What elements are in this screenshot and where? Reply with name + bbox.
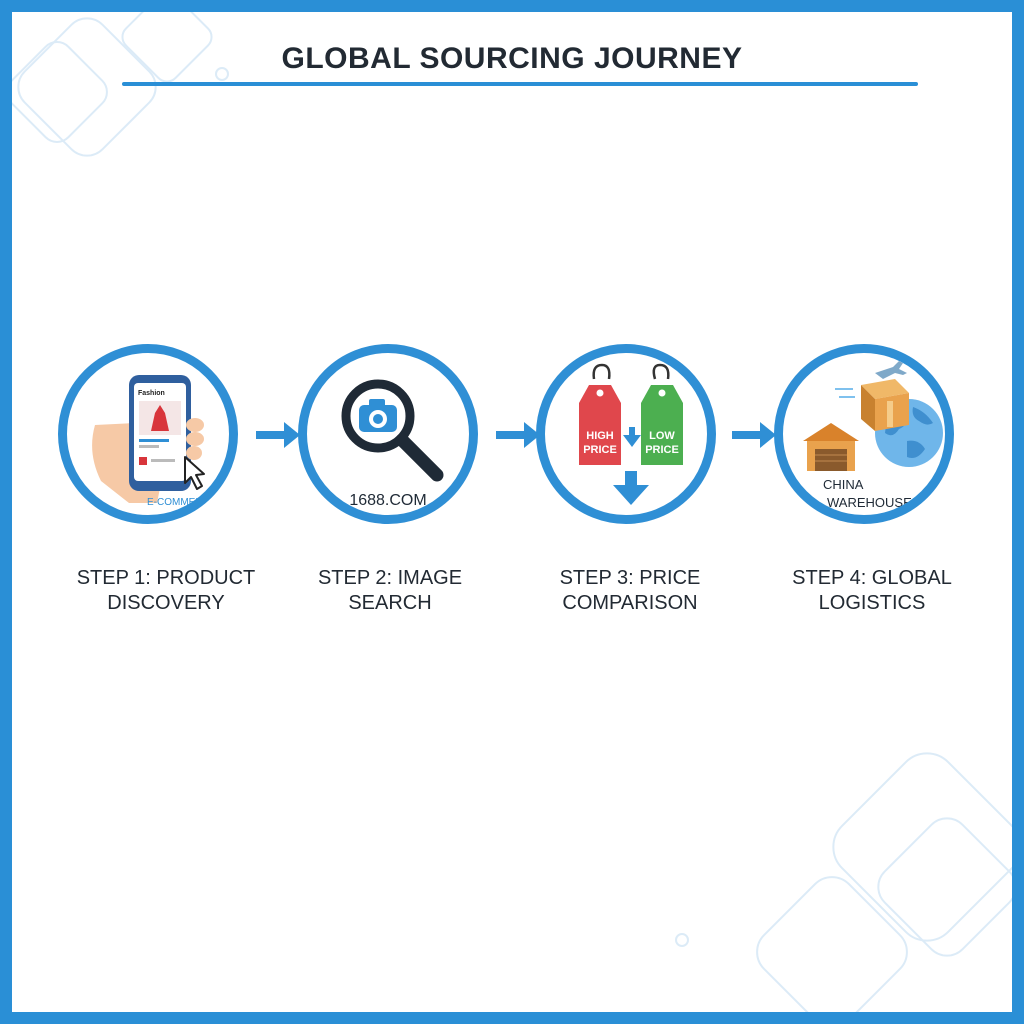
step-1-label: STEP 1: PRODUCT DISCOVERY: [76, 567, 256, 614]
step-3-label: STEP 3: PRICE COMPARISON: [559, 567, 701, 614]
step-2-label: STEP 2: IMAGE SEARCH: [317, 567, 463, 614]
page-title: GLOBAL SOURCING JOURNEY: [281, 42, 743, 75]
low-price-line1: LOW: [649, 430, 675, 442]
step-1-caption: E-COMMERCE: [147, 497, 217, 508]
step-2-circle: 1688.COM: [298, 344, 478, 524]
phone-screen-text: Fashion: [138, 390, 165, 397]
price-tags-icon: HIGH PRICE LOW PRICE: [579, 363, 683, 505]
high-price-line2: PRICE: [583, 444, 617, 456]
step-1-circle: Fashion E-COMMERCE: [58, 344, 238, 524]
title-underline: [122, 82, 918, 86]
step-4-caption-line1: CHINA: [823, 477, 864, 492]
step-2-caption: 1688.COM: [349, 492, 426, 509]
step-4-label: STEP 4: GLOBAL LOGISTICS: [792, 567, 952, 614]
background-decoration: [12, 12, 1012, 1012]
step-4-caption-line2: WAREHOUSE: [827, 495, 912, 510]
camera-magnifier-icon: 1688.COM: [341, 379, 444, 509]
arrow-right-icon: [256, 422, 300, 448]
low-price-line2: PRICE: [645, 444, 679, 456]
warehouse-globe-icon: CHINA WAREHOUSE: [803, 361, 943, 510]
high-price-line1: HIGH: [586, 430, 614, 442]
arrow-right-icon: [496, 422, 540, 448]
smartphone-shopping-icon: Fashion E-COMMERCE: [92, 375, 217, 508]
step-3-circle: HIGH PRICE LOW PRICE: [536, 344, 716, 524]
step-4-circle: CHINA WAREHOUSE: [774, 344, 954, 524]
arrow-right-icon: [732, 422, 776, 448]
